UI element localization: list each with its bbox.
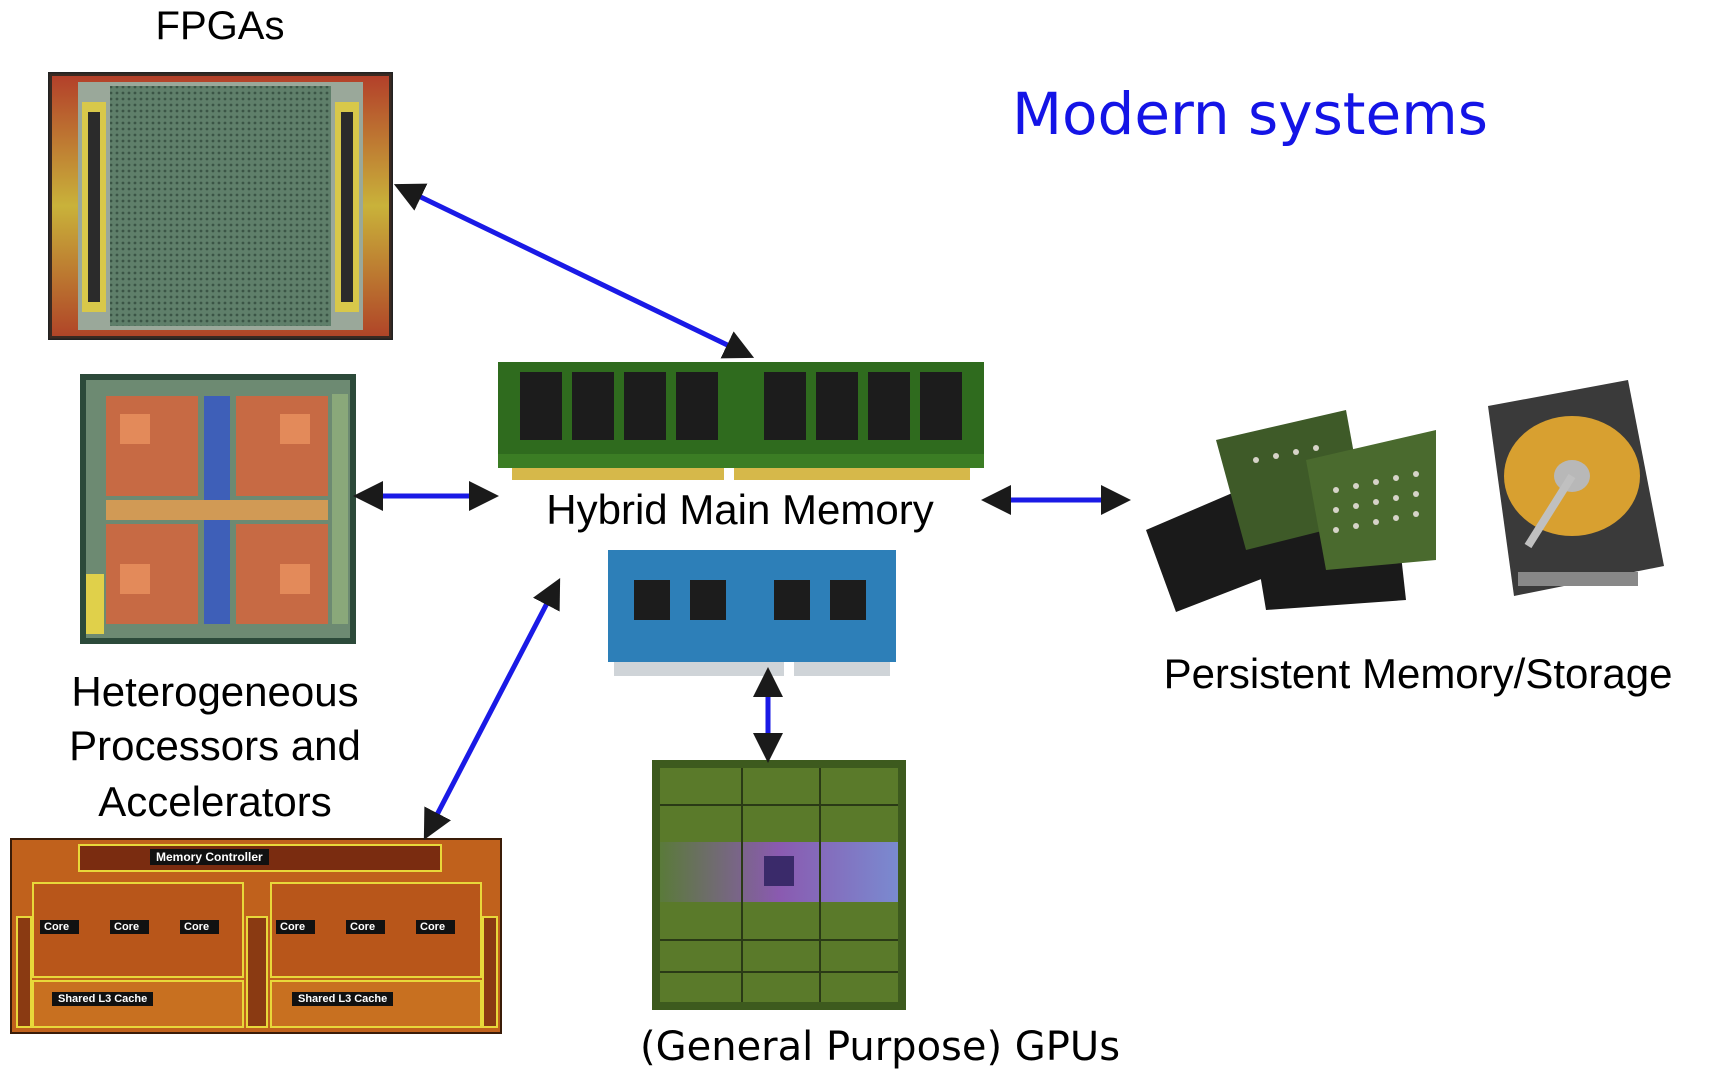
core-label-6: Core (416, 920, 456, 934)
core-label-5: Core (346, 920, 386, 934)
shared-l3-label-2: Shared L3 Cache (292, 992, 394, 1006)
cpu-die-image: Memory Controller Core Core Core Core Co… (10, 838, 502, 1034)
persistent-memory-label: Persistent Memory/Storage (1163, 650, 1673, 697)
page-title: Modern systems (1012, 80, 1488, 148)
arrow-fpga-memory (393, 183, 755, 359)
multicore-die-image (80, 374, 356, 644)
gpu-die-image (652, 760, 906, 1010)
fpgas-label: FPGAs (155, 4, 285, 48)
flash-chips-image (1136, 400, 1456, 612)
fpga-die-image (48, 72, 393, 340)
core-label-4: Core (276, 920, 316, 934)
core-label-3: Core (180, 920, 220, 934)
core-label-1: Core (40, 920, 80, 934)
memory-controller-label: Memory Controller (150, 849, 269, 865)
sodimm-image (608, 550, 896, 676)
arrow-cpu-memory (423, 578, 561, 840)
hybrid-memory-label: Hybrid Main Memory (546, 486, 934, 533)
dram-dimm-image (498, 362, 984, 480)
shared-l3-label-1: Shared L3 Cache (52, 992, 154, 1006)
hetero-line1: Heterogeneous (71, 668, 359, 715)
hetero-line2: Processors and (69, 722, 361, 769)
core-label-2: Core (110, 920, 150, 934)
gpus-label: (General Purpose) GPUs (640, 1024, 1121, 1070)
hetero-line3: Accelerators (98, 778, 332, 825)
hard-disk-image (1468, 376, 1672, 602)
